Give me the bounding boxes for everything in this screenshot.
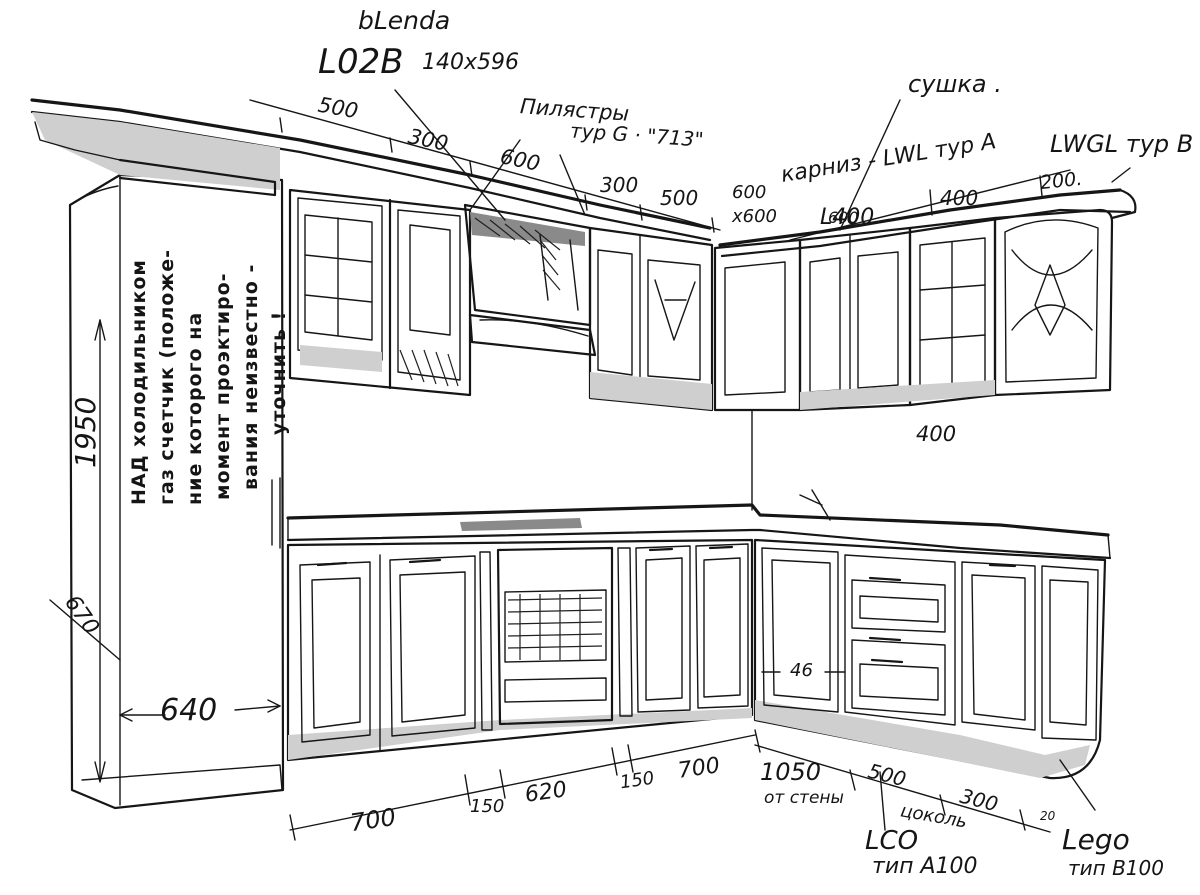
note-line-3: ние которого на <box>184 311 206 505</box>
dim-base-20: 20 <box>1040 809 1056 823</box>
base-b-code: Lego <box>1062 823 1130 856</box>
note-line-6: уточнить ! <box>268 310 290 435</box>
base-b-type: тип B100 <box>1068 856 1164 880</box>
note-line-5: вания неизвестно - <box>240 263 262 490</box>
dim-base-700a: 700 <box>348 802 398 838</box>
dim-upper-600b: 600 <box>732 182 767 203</box>
upper-cabinets-right <box>713 208 1114 412</box>
worktop <box>286 489 1112 560</box>
base-a-type: тип A100 <box>872 854 978 879</box>
blenda-size: 140x596 <box>422 50 520 75</box>
base-cabinets-left <box>286 538 754 762</box>
dim-upper-600c: 600 <box>828 208 859 227</box>
note-line-1: НАД холодильником <box>128 259 150 505</box>
gas-meter-note: НАД холодильником газ счетчик (положе- н… <box>128 249 290 515</box>
dim-upper-300b: 300 <box>600 173 639 197</box>
cornice-left <box>30 98 712 242</box>
dim-base-620: 620 <box>523 777 569 808</box>
dim-base-150a: 150 <box>470 796 505 817</box>
hood-blenda <box>463 203 597 357</box>
upper-cabinets-left <box>288 188 472 397</box>
dim-upper-x600: x600 <box>732 206 778 227</box>
dim-upper-height: 400 <box>916 422 957 446</box>
note-line-4: момент проэктиро- <box>212 272 234 500</box>
dim-base-700b: 700 <box>676 753 722 784</box>
dim-base-1050: 1050 <box>760 758 822 786</box>
dim-inner-gap: 46 <box>790 660 813 681</box>
leader-lines <box>394 89 1131 831</box>
upper-cabinets-middle <box>588 226 714 412</box>
base-cabinets-right <box>753 538 1107 780</box>
dim-upper-500b: 500 <box>660 186 699 210</box>
dim-upper-200: 200. <box>1038 167 1084 195</box>
cornice-right <box>718 188 1137 258</box>
blenda-code: L02B <box>318 42 404 82</box>
dryer-label: сушка . <box>908 70 1002 98</box>
base-a-code: LCO <box>865 826 919 856</box>
dim-from-wall: от стены <box>764 788 844 808</box>
note-line-2: газ счетчик (положе- <box>156 249 178 505</box>
dim-upper-l400: L400 <box>820 205 875 230</box>
dim-base-150b: 150 <box>618 767 656 794</box>
cornice-b-label: LWGL тур B <box>1050 130 1194 158</box>
dimension-lines <box>49 99 1071 841</box>
dim-tall-height: 1950 <box>69 396 102 468</box>
dim-upper-400: 400 <box>940 186 979 210</box>
dim-tall-depth: 640 <box>160 693 218 728</box>
blenda-label: bLenda <box>358 6 451 35</box>
